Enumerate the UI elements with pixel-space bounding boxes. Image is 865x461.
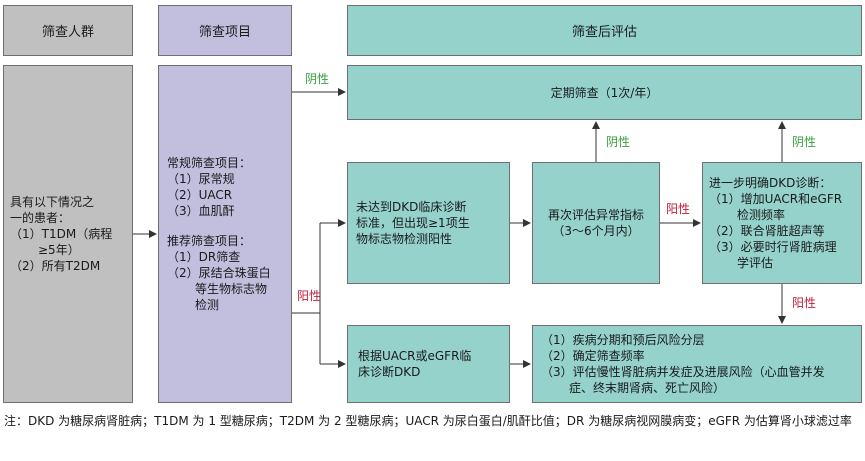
label-negative-reassess: 阴性	[606, 135, 631, 149]
population-line-2: 一的患者：	[10, 211, 71, 225]
diagnose-line-2: 床诊断DKD	[358, 365, 421, 379]
header-population-label: 筛查人群	[41, 25, 94, 40]
header-after: 筛查后评估	[347, 5, 862, 56]
reassess-line-1: 再次评估异常指标	[547, 208, 644, 222]
label-negative-top: 阴性	[305, 72, 330, 86]
outcome-line-2: （2）确定筛查频率	[541, 349, 645, 363]
regular-screening-box: 定期筛查（1次/年）	[347, 65, 862, 120]
outcome-line-1: （1）疾病分期和预后风险分层	[541, 333, 705, 347]
further-line-5: 学评估	[737, 256, 774, 270]
further-title: 进一步明确DKD诊断：	[709, 176, 832, 190]
routine-item-1: （1）尿常规	[167, 172, 235, 186]
footnote: 注：DKD 为糖尿病肾脏病；T1DM 为 1 型糖尿病；T2DM 为 2 型糖尿…	[4, 414, 852, 428]
recommended-line-2: （2）尿结合珠蛋白	[167, 266, 271, 280]
routine-title: 常规筛查项目：	[167, 156, 252, 170]
further-line-3: （2）联合肾脏超声等	[709, 224, 825, 238]
header-items-label: 筛查项目	[198, 25, 251, 40]
diagnose-dkd-box: 根据UACR或eGFR临 床诊断DKD	[347, 325, 510, 403]
population-box: 具有以下情况之 一的患者： （1）T1DM（病程 ≥5年） （2）所有T2DM	[3, 65, 133, 403]
recommended-line-3: 等生物标志物	[195, 282, 268, 296]
further-line-4: （3）必要时行肾脏病理	[709, 240, 837, 254]
population-line-5: （2）所有T2DM	[10, 259, 101, 273]
header-population: 筛查人群	[3, 5, 133, 56]
screening-items-box: 常规筛查项目： （1）尿常规 （2）UACR （3）血肌酐 推荐筛查项目： （1…	[158, 65, 292, 403]
label-positive-further: 阳性	[792, 296, 817, 310]
regular-screening-label: 定期筛查（1次/年）	[550, 85, 659, 100]
recommended-title: 推荐筛查项目：	[167, 234, 252, 248]
outcome-line-3: （3）评估慢性肾脏病并发症及进展风险（心血管并发	[541, 365, 825, 379]
not-reached-box: 未达到DKD临床诊断 标准，但出现≥1项生 物标志物检测阳性	[347, 162, 510, 284]
recommended-line-4: 检测	[195, 298, 220, 312]
outcome-line-4: 症、终末期肾病、死亡风险）	[569, 381, 726, 395]
diagnose-line-1: 根据UACR或eGFR临	[358, 349, 472, 363]
routine-item-2: （2）UACR	[167, 188, 233, 202]
not-reached-line-1: 未达到DKD临床诊断	[356, 200, 467, 214]
further-line-2: 检测频率	[737, 208, 786, 222]
header-after-label: 筛查后评估	[571, 25, 637, 40]
routine-item-3: （3）血肌酐	[167, 204, 235, 218]
population-line-1: 具有以下情况之	[10, 195, 95, 209]
further-diagnosis-box: 进一步明确DKD诊断： （1）增加UACR和eGFR 检测频率 （2）联合肾脏超…	[702, 162, 862, 284]
label-positive-reassess: 阳性	[666, 202, 691, 216]
not-reached-line-3: 物标志物检测阳性	[356, 232, 453, 246]
reassess-box: 再次评估异常指标 （3～6个月内）	[532, 162, 660, 284]
label-negative-further: 阴性	[792, 135, 817, 149]
further-line-1: （1）增加UACR和eGFR	[709, 192, 843, 206]
population-line-4: ≥5年）	[38, 243, 80, 257]
outcome-box: （1）疾病分期和预后风险分层 （2）确定筛查频率 （3）评估慢性肾脏病并发症及进…	[532, 325, 862, 403]
not-reached-line-2: 标准，但出现≥1项生	[356, 216, 470, 230]
population-line-3: （1）T1DM（病程	[10, 227, 113, 241]
label-positive-items: 阳性	[297, 289, 322, 303]
reassess-line-2: （3～6个月内）	[552, 224, 640, 238]
recommended-line-1: （1）DR筛查	[167, 250, 241, 264]
header-items: 筛查项目	[158, 5, 292, 56]
